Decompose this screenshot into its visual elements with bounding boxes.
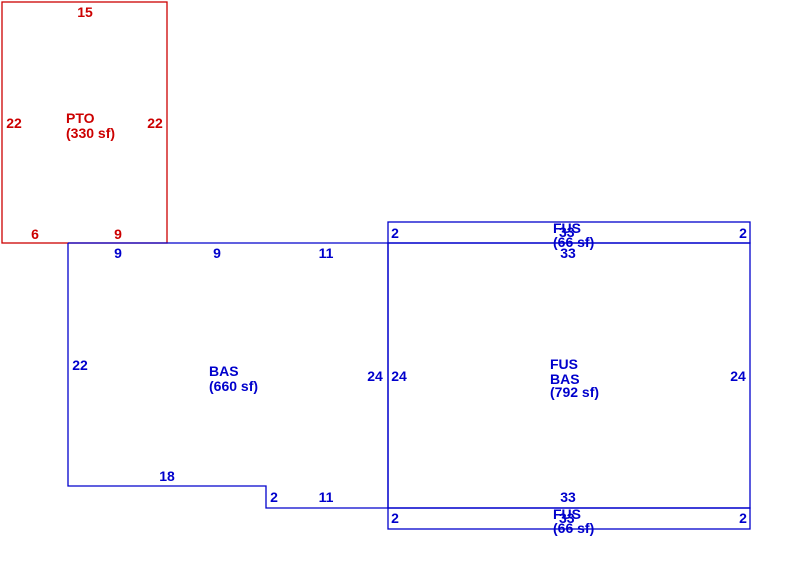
dim-bas-left: 22 [72,357,88,373]
dim-pto-bottom-right: 9 [114,226,122,242]
fus-bas-area-code-top: FUS [550,356,578,372]
dim-pto-top: 15 [77,4,93,20]
dim-strip-bottom-right: 2 [739,510,747,526]
dim-fus-right: 24 [730,368,746,384]
fus-strip-top-code: FUS [553,220,581,236]
dim-fus-top: 33 [560,245,576,261]
dim-bas-top-c: 11 [319,245,334,261]
living-areas [67,221,751,530]
bas-left-area-code: BAS [209,363,239,379]
fus-strip-bottom-size: (66 sf) [553,520,594,536]
dim-pto-right: 22 [147,115,163,131]
dim-bas-top-b: 9 [213,245,221,261]
fus-strip-bottom-outline [387,507,751,530]
dim-bas-bottom: 18 [159,468,175,484]
fus-bas-area-code-bottom: BAS [550,371,580,387]
dim-bas-step: 2 [270,489,278,505]
fus-strip-bottom-code-b: 33 [559,510,575,526]
fus-strip-top-outline [387,221,751,244]
fus-strip-top-size: (66 sf) [553,234,594,250]
bas-left-area-size: (660 sf) [209,378,258,394]
dim-strip-top-left: 2 [391,225,399,241]
dim-fus-bottom: 33 [560,489,576,505]
dim-bas-top-a: 9 [114,245,122,261]
dim-strip-top-right: 2 [739,225,747,241]
dim-bas-inner-right: 24 [367,368,383,384]
pto-area-code: PTO [66,110,95,126]
fus-strip-bottom-code: FUS [553,506,581,522]
fus-bas-area-size: (792 sf) [550,384,599,400]
dim-strip-bottom-left: 2 [391,510,399,526]
dim-pto-bottom-left: 6 [31,226,39,242]
pto-area-size: (330 sf) [66,125,115,141]
fus-strip-top-code-b: 33 [559,224,575,240]
dim-fus-left: 24 [391,368,407,384]
dim-pto-left: 22 [6,115,22,131]
dim-bas-bottom-b: 11 [319,489,334,505]
